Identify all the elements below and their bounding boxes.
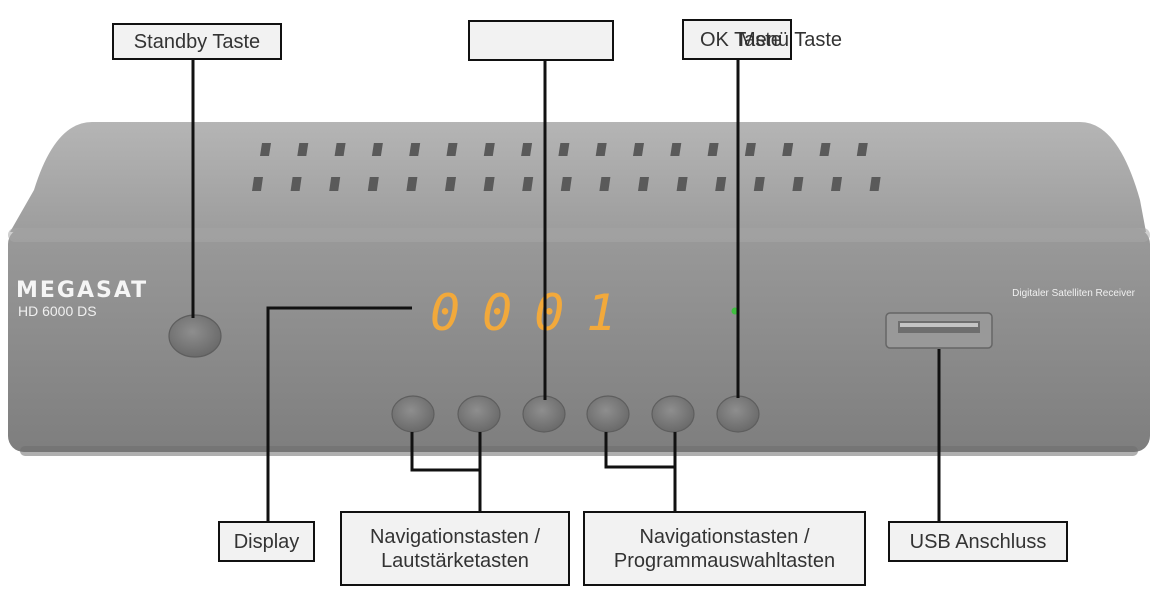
- label-usb-port: USB Anschluss: [888, 521, 1068, 562]
- led-display: 0001: [430, 284, 638, 342]
- label-menu-key: Menü Taste: [739, 29, 843, 51]
- vent-slot-2-8: [522, 177, 534, 191]
- label-nav-program-line1: Navigationstasten /: [639, 525, 810, 548]
- label-nav-program-keys: Navigationstasten / Programmauswahltaste…: [583, 511, 866, 586]
- vent-slot-2-2: [290, 177, 302, 191]
- front-button-1[interactable]: [391, 395, 435, 433]
- vent-slot-2-1: [252, 177, 263, 191]
- vent-slot-1-4: [371, 143, 383, 156]
- vent-slot-1-11: [633, 143, 644, 156]
- leader-lines: [191, 57, 941, 522]
- vent-slot-1-12: [670, 143, 682, 156]
- receiver-front-panel: [8, 228, 1150, 452]
- vent-slot-2-10: [599, 177, 611, 191]
- vent-slot-2-13: [715, 177, 727, 191]
- vent-slot-2-9: [560, 177, 572, 191]
- label-standby-key: Standby Taste: [112, 23, 282, 60]
- label-top-middle-key: [468, 20, 614, 61]
- vent-slot-2-14: [753, 177, 765, 191]
- receiver-top-panel: [10, 122, 1146, 232]
- vent-slot-2-3: [329, 177, 341, 191]
- ventilation-slots: [252, 143, 881, 191]
- brand-logo: MEGASAT: [16, 278, 148, 303]
- vent-slot-2-15: [792, 177, 804, 191]
- label-nav-volume-keys: Navigationstasten / Lautstärketasten: [340, 511, 570, 586]
- vent-slot-2-11: [638, 177, 649, 191]
- vent-slot-1-7: [483, 143, 495, 156]
- vent-slot-1-6: [446, 143, 458, 156]
- vent-slot-2-17: [869, 177, 881, 191]
- front-button-5[interactable]: [651, 395, 695, 433]
- vent-slot-1-17: [856, 143, 868, 156]
- vent-slot-1-14: [744, 143, 756, 156]
- vent-slot-2-6: [445, 177, 456, 191]
- vent-slot-1-10: [595, 143, 607, 156]
- label-ok-key: OK Taste: [682, 19, 792, 60]
- label-nav-volume-line1: Navigationstasten /: [369, 525, 541, 548]
- vent-slot-1-5: [409, 143, 421, 156]
- vent-slot-1-13: [707, 143, 719, 156]
- standby-button[interactable]: [168, 314, 222, 358]
- model-name: HD 6000 DS: [18, 303, 97, 319]
- vent-slot-1-9: [558, 143, 570, 156]
- front-button-4[interactable]: [586, 395, 630, 433]
- front-button-2[interactable]: [457, 395, 501, 433]
- vent-slot-1-1: [260, 143, 271, 156]
- front-button-6[interactable]: [716, 395, 760, 433]
- label-display: Display: [218, 521, 315, 562]
- vent-slot-2-12: [676, 177, 688, 191]
- label-nav-volume-line2: Lautstärketasten: [381, 549, 529, 572]
- vent-slot-2-16: [831, 177, 842, 191]
- vent-slot-2-5: [406, 177, 418, 191]
- vent-slot-2-4: [367, 177, 379, 191]
- front-button-3[interactable]: [522, 395, 566, 433]
- vent-slot-1-15: [782, 143, 794, 156]
- vent-slot-2-7: [483, 177, 495, 191]
- vent-slot-1-2: [297, 143, 309, 156]
- vent-slot-1-16: [819, 143, 831, 156]
- vent-slot-1-3: [334, 143, 346, 156]
- label-nav-program-line2: Programmauswahltasten: [613, 549, 836, 572]
- vent-slot-1-8: [521, 143, 533, 156]
- receiver-subtitle: Digitaler Satelliten Receiver: [1012, 288, 1136, 299]
